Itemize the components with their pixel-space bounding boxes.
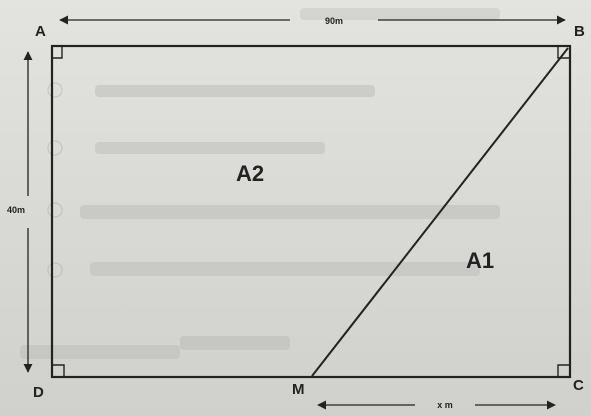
dimension-bottom-label: x m <box>437 400 453 410</box>
vertex-label-m: M <box>292 381 305 398</box>
right-angle-marker-d <box>52 364 65 377</box>
vertex-label-a: A <box>35 23 46 40</box>
segment-bm <box>311 47 569 377</box>
region-label-a2: A2 <box>236 161 264 186</box>
dimension-top: 90m <box>59 15 566 26</box>
rectangle-abcd <box>50 44 572 379</box>
right-angle-marker-c <box>557 364 570 377</box>
vertex-label-c: C <box>573 377 584 394</box>
vertex-label-b: B <box>574 23 585 40</box>
dimension-left: 40m <box>7 51 33 373</box>
dimension-bottom: x m <box>317 400 556 410</box>
right-angle-markers <box>52 46 570 377</box>
right-angle-marker-a <box>52 46 63 59</box>
dimension-top-label: 90m <box>325 16 343 26</box>
vertex-label-d: D <box>33 384 44 401</box>
region-label-a1: A1 <box>466 248 494 273</box>
right-angle-marker-b <box>557 46 570 59</box>
background-show-through <box>20 8 500 359</box>
dimension-left-label: 40m <box>7 205 25 215</box>
